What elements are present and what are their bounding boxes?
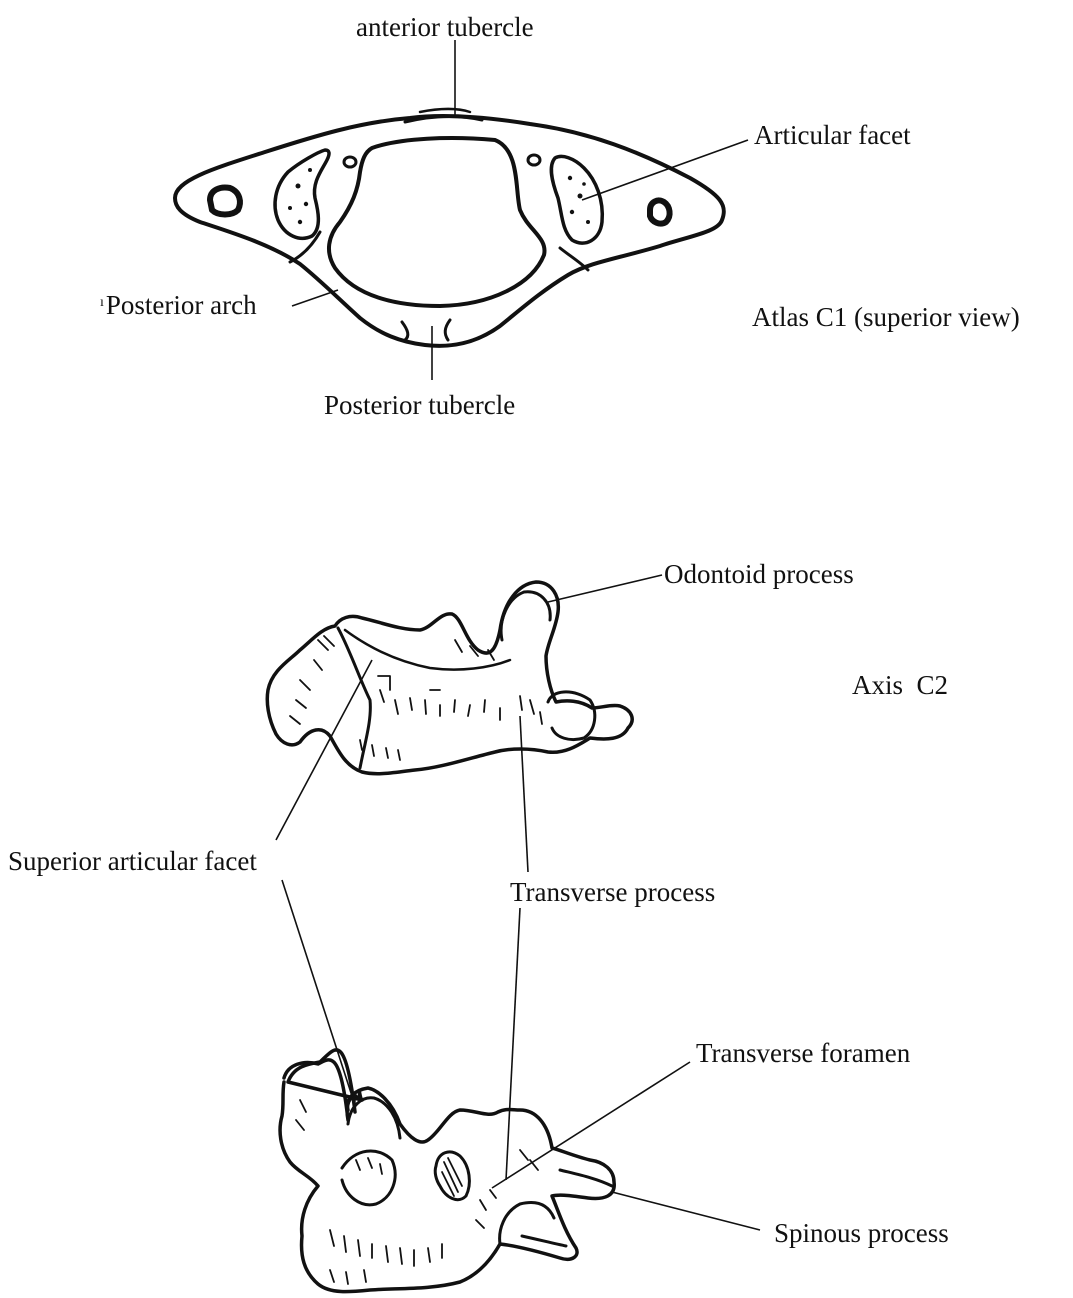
atlas-left-articular-facet <box>275 150 329 238</box>
label-transverse-process: Transverse process <box>510 879 715 906</box>
posterior-arch-text: Posterior arch <box>106 290 257 320</box>
label-posterior-arch: ıPosterior arch <box>100 292 257 319</box>
atlas-outline <box>175 116 724 346</box>
caption-atlas: Atlas C1 (superior view) <box>752 304 1020 331</box>
label-transverse-foramen: Transverse foramen <box>696 1040 910 1067</box>
leader-posterior-arch <box>292 290 338 306</box>
atlas-drawing <box>175 109 724 346</box>
label-odontoid-process: Odontoid process <box>664 561 854 588</box>
axis-outline <box>267 582 632 774</box>
label-anterior-tubercle: anterior tubercle <box>356 14 534 41</box>
caption-axis: Axis C2 <box>852 672 948 699</box>
leader-superior-articular-facet-c2 <box>276 660 372 840</box>
leader-transverse-process-lower <box>506 908 520 1180</box>
label-spinous-process: Spinous process <box>774 1220 949 1247</box>
lower-vertebra-drawing <box>280 1050 614 1292</box>
atlas-right-articular-facet <box>551 156 602 243</box>
atlas-right-transverse-foramen <box>650 200 670 223</box>
atlas-vertebral-foramen <box>329 138 545 306</box>
leader-spinous-process <box>612 1192 760 1230</box>
leader-odontoid-process <box>548 575 662 602</box>
label-superior-articular-facet: Superior articular facet <box>8 848 257 875</box>
label-articular-facet: Articular facet <box>754 122 911 149</box>
atlas-left-transverse-foramen <box>210 188 240 215</box>
leader-transverse-process-c2 <box>520 716 528 872</box>
leader-transverse-foramen <box>492 1062 690 1188</box>
label-posterior-tubercle: Posterior tubercle <box>324 392 515 419</box>
axis-drawing <box>267 582 632 774</box>
posterior-arch-mark: ı <box>100 295 104 310</box>
leader-articular-facet <box>582 140 748 200</box>
